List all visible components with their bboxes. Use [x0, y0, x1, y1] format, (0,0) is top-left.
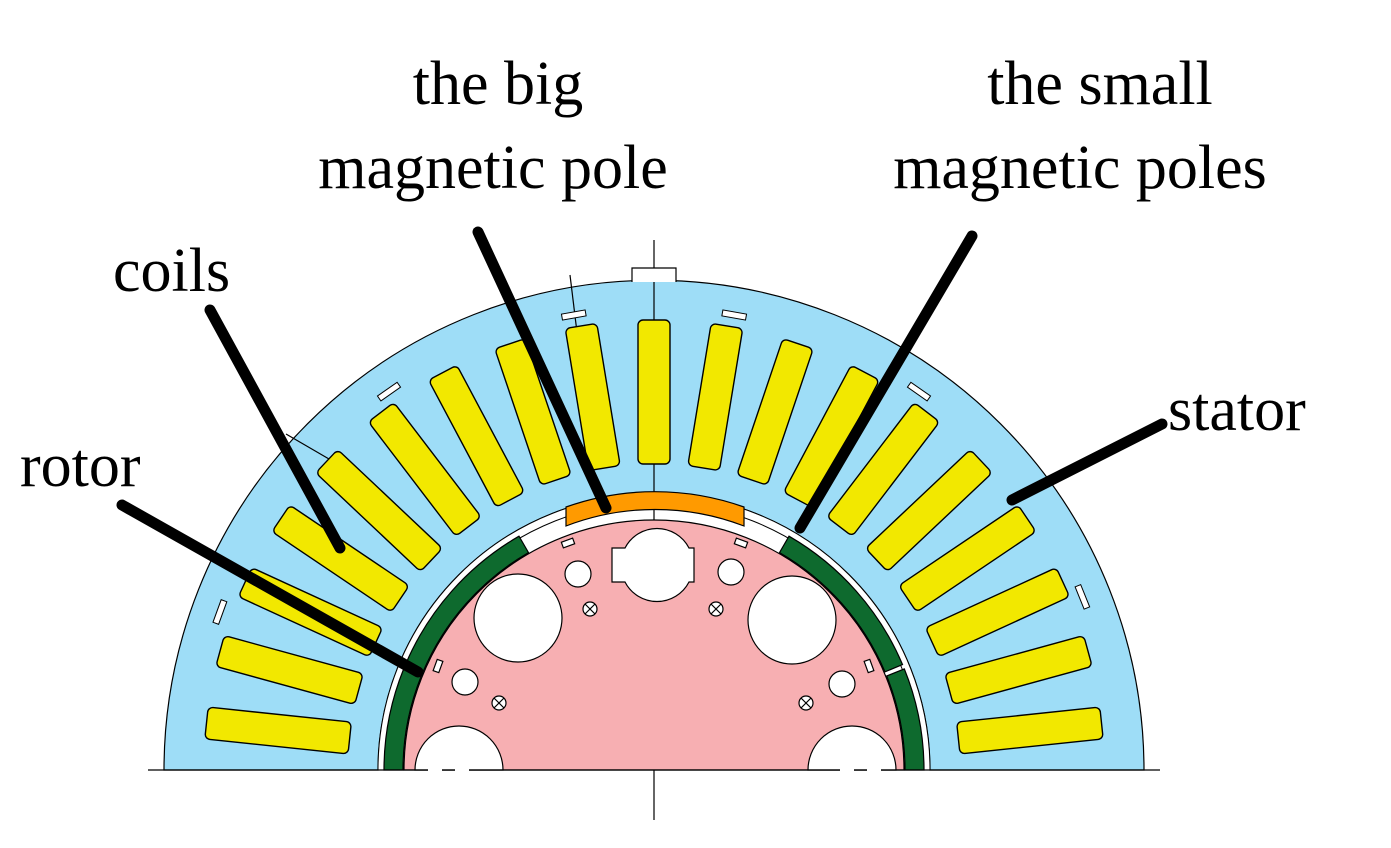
coil	[737, 339, 813, 485]
coil	[317, 450, 442, 571]
stator-slot	[906, 381, 932, 402]
label-small-poles-line1: the small	[987, 50, 1213, 118]
stator-slot	[1074, 583, 1091, 610]
coil	[204, 706, 352, 755]
big-magnetic-pole	[565, 491, 745, 527]
coil	[429, 366, 524, 507]
leader-lines	[116, 226, 1168, 678]
rotor-hole	[564, 560, 592, 588]
rotor-hole	[717, 558, 745, 586]
rotor-slot-mark	[863, 658, 875, 674]
label-big-pole-line1: the big	[413, 50, 583, 118]
coil	[687, 323, 743, 471]
rotor-holes	[414, 527, 897, 771]
coil	[956, 706, 1104, 755]
coils-leader	[204, 304, 346, 554]
rotor-center-hole	[611, 527, 695, 603]
coil	[828, 403, 939, 536]
stator-slot	[376, 381, 402, 402]
stator-notch	[631, 267, 677, 282]
label-stator: stator	[1168, 376, 1306, 444]
rotor-hole	[473, 573, 563, 663]
rotor-slot-mark	[432, 658, 444, 674]
stator-mounting-slots	[212, 309, 1091, 625]
label-rotor: rotor	[20, 432, 141, 500]
small-magnetic-pole	[778, 535, 904, 673]
coil	[900, 506, 1035, 611]
label-big-pole-line2: magnetic pole	[318, 134, 667, 202]
coil	[637, 319, 671, 465]
rotor-slot-mark	[560, 537, 576, 549]
label-coils: coils	[113, 237, 230, 305]
rotor-hole	[451, 668, 479, 696]
rotor-hole	[747, 575, 837, 665]
big-pole-leader	[472, 226, 612, 514]
coil	[945, 635, 1092, 705]
label-small-poles-line2: magnetic poles	[893, 134, 1267, 202]
stator-slot	[560, 309, 587, 321]
stator-slot	[721, 309, 748, 321]
coil	[216, 635, 363, 705]
rotor-hole	[828, 670, 856, 698]
coil	[565, 323, 621, 471]
rotor-hole-bottom-right	[807, 725, 897, 771]
small-magnetic-poles	[383, 535, 925, 771]
coil	[495, 339, 571, 485]
small-poles-leader	[794, 230, 978, 534]
rotor-leader	[116, 499, 424, 678]
coil	[369, 403, 480, 536]
small-magnetic-pole	[404, 535, 530, 673]
rotor-slot-mark	[733, 537, 749, 549]
stator-slot	[212, 599, 228, 625]
coil	[926, 568, 1069, 656]
coil	[866, 450, 991, 571]
stator-leader	[1006, 418, 1168, 506]
coil	[273, 506, 408, 611]
rotor-hole-bottom-left	[414, 725, 504, 771]
rotor-screw-marks	[432, 537, 875, 711]
